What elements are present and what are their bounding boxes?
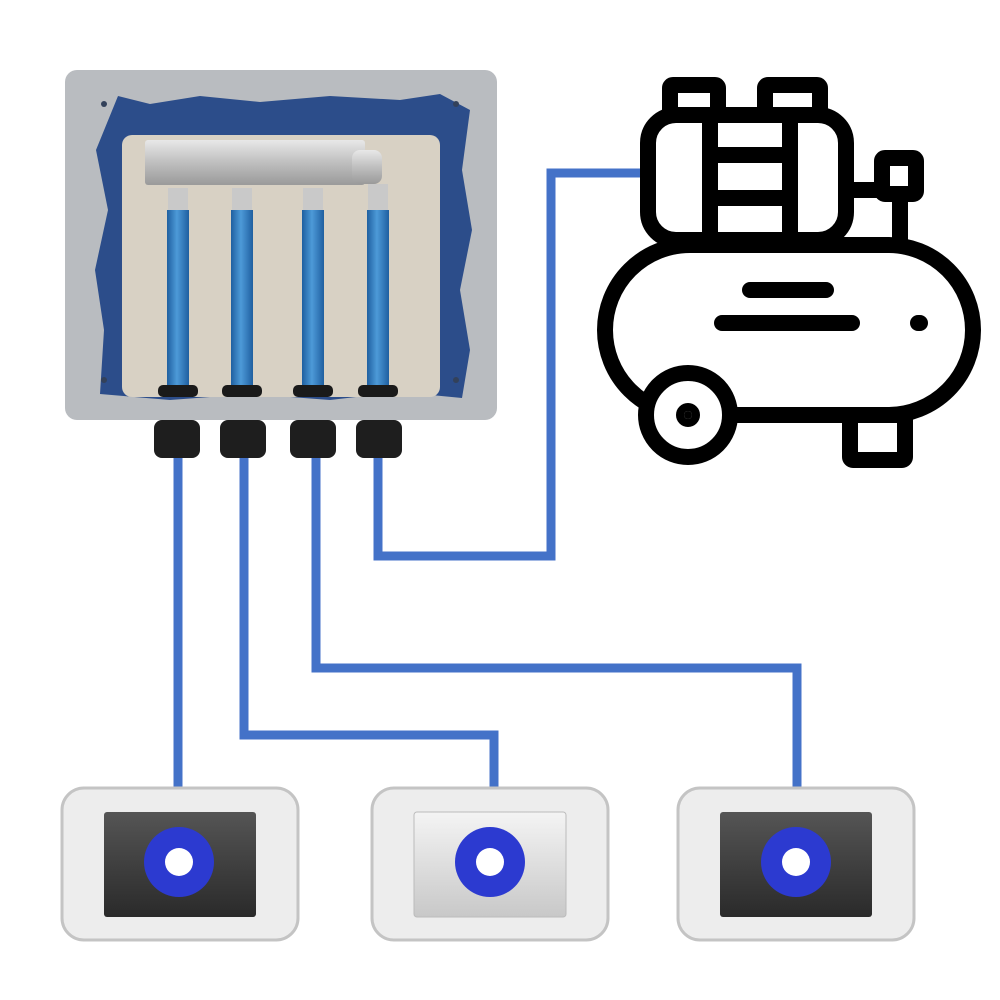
outlet-plate-2 [370,786,610,942]
outlet-plate-3 [676,786,916,942]
air-line-2 [239,455,499,792]
manifold-bar [145,140,365,185]
pipes [158,184,398,397]
air-lines [173,168,802,792]
manifold-plate [122,135,440,397]
elbow-fitting [352,150,382,184]
outlet-plate-1 [60,786,300,942]
screws [101,101,459,383]
grommets [154,420,402,458]
air-line-4 [373,168,648,561]
air-compressor-icon [597,77,981,468]
air-line-3 [311,455,802,792]
manifold-box [65,70,497,458]
